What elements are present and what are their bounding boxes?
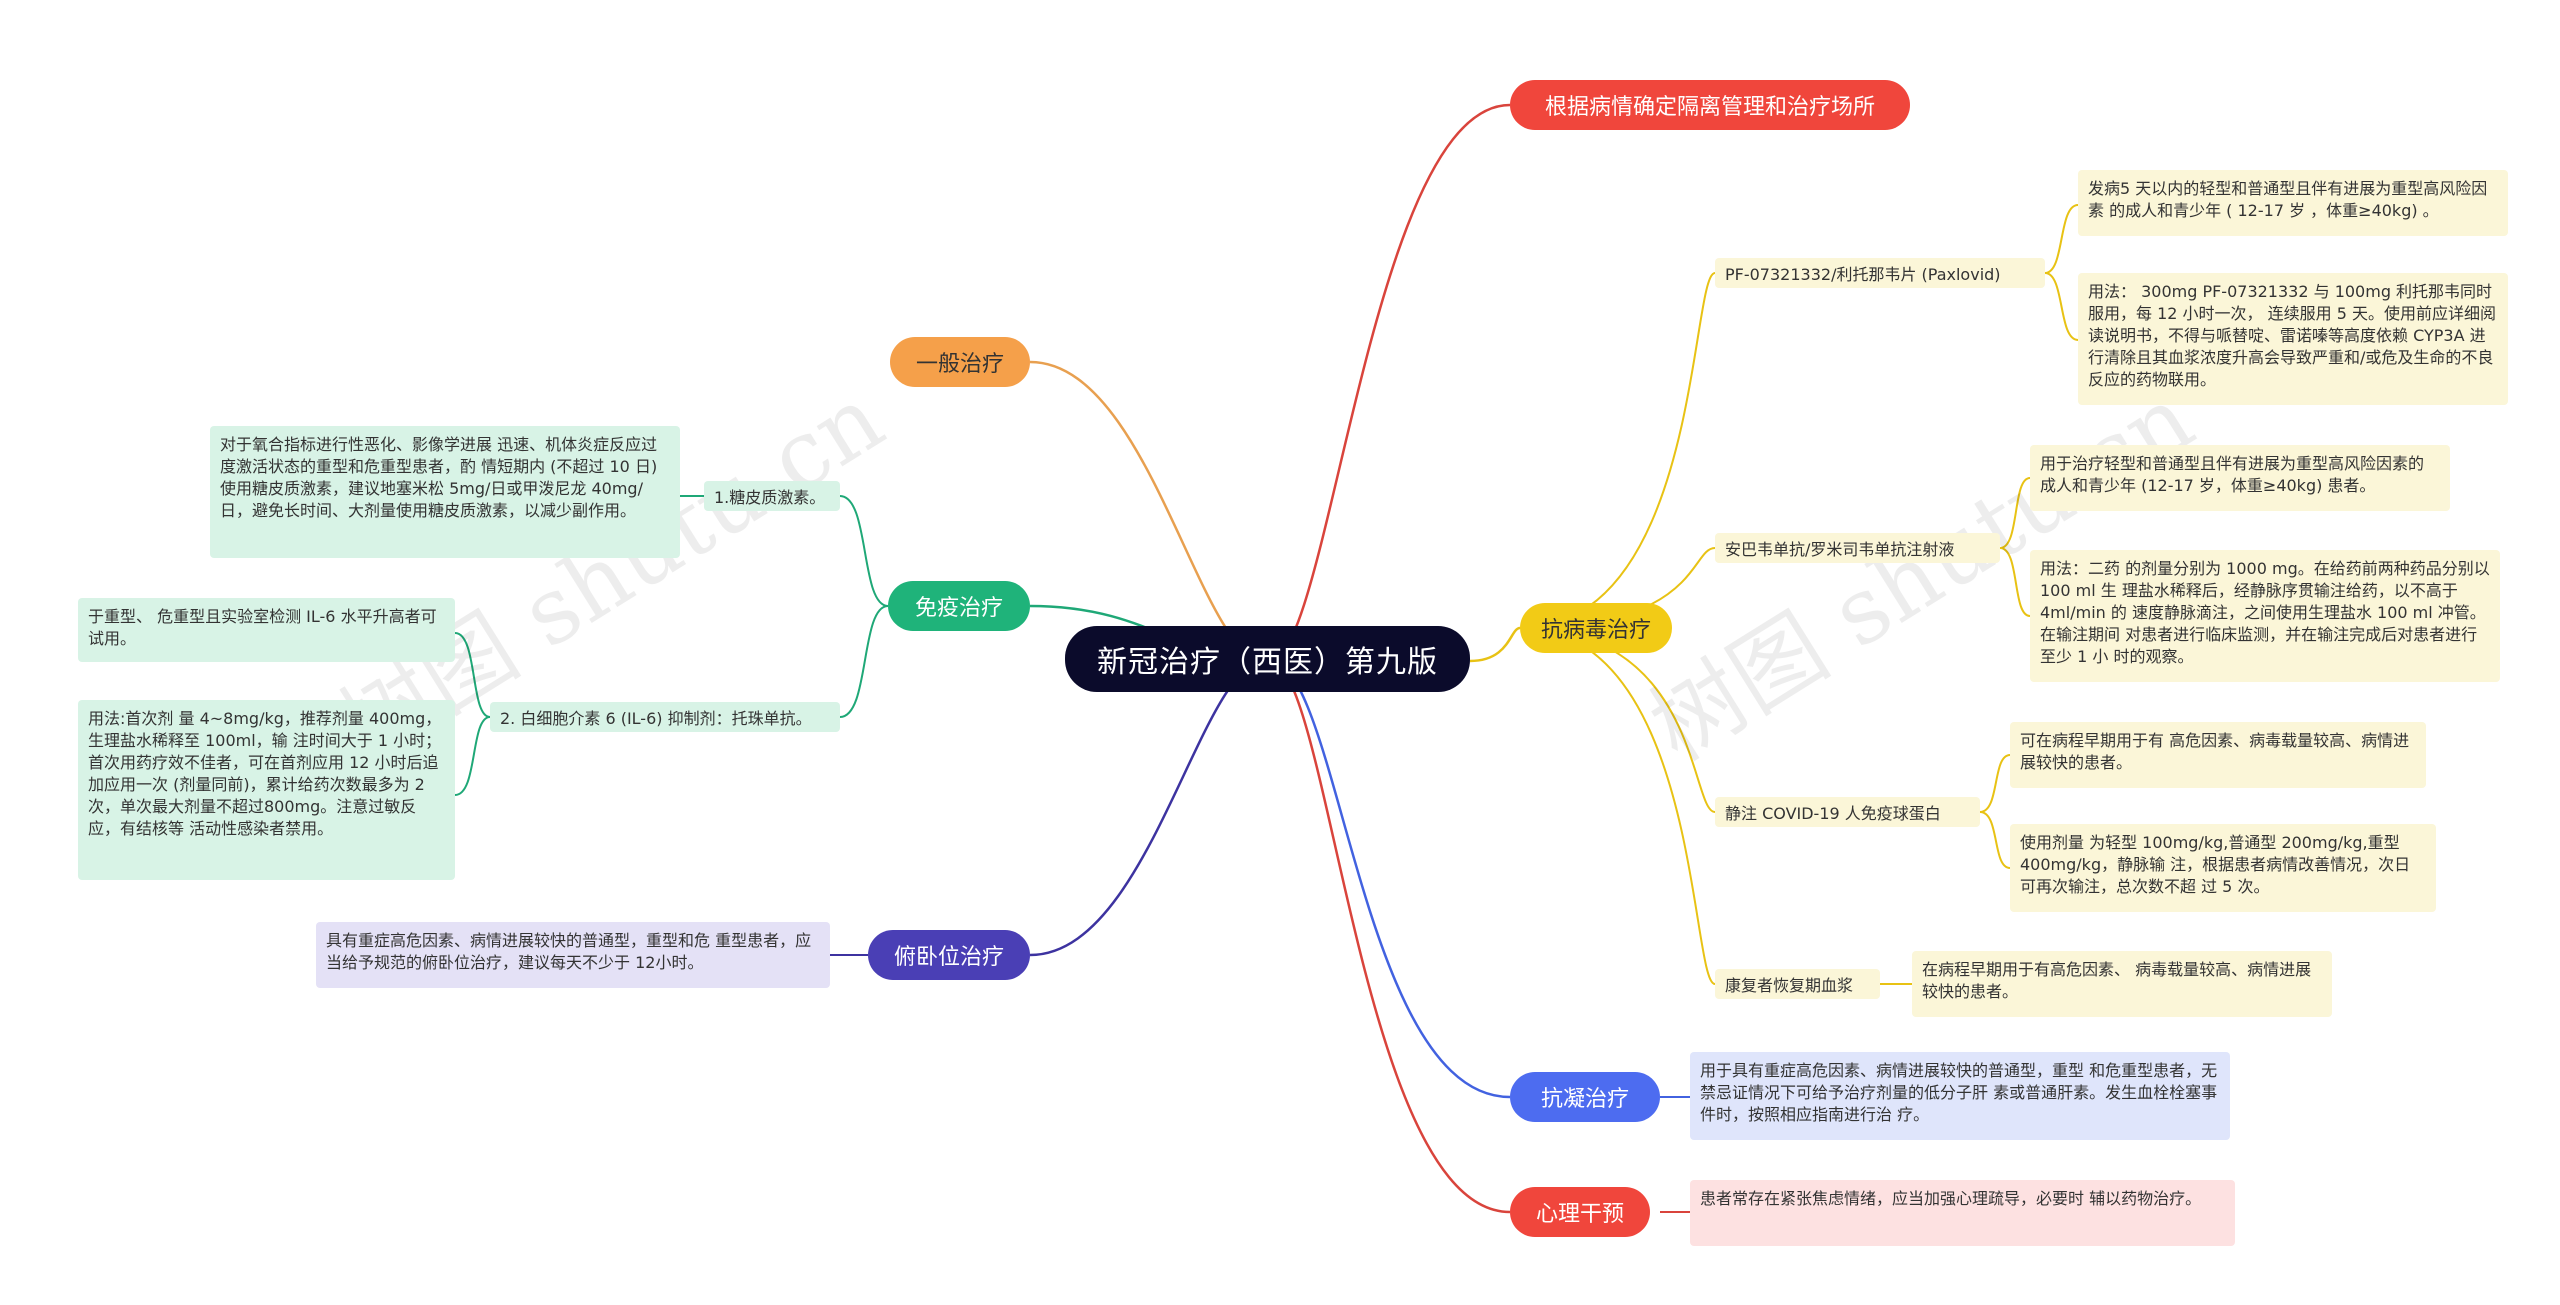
connector-isolation xyxy=(1269,103,1511,663)
paxlovid-detail-2: 用法： 300mg PF-07321332 与 100mg 利托那韦同时服用，每… xyxy=(2078,273,2508,405)
ambavirumab-detail-1: 用于治疗轻型和普通型且伴有进展为重型高风险因素的 成人和青少年 (12-17 岁… xyxy=(2030,445,2450,511)
immunoglobulin-detail-2: 使用剂量 为轻型 100mg/kg,普通型 200mg/kg,重型 400mg/… xyxy=(2010,824,2436,912)
branch-immune[interactable]: 免疫治疗 xyxy=(888,581,1030,631)
connector-prone xyxy=(1029,659,1266,957)
immune-il6[interactable]: 2. 白细胞介素 6 (IL-6) 抑制剂：托珠单抗。 xyxy=(490,702,840,732)
immune-il6-detail-2: 用法:首次剂 量 4~8mg/kg，推荐剂量 400mg，生理盐水稀释至 100… xyxy=(78,700,455,880)
connector-general xyxy=(1029,360,1266,663)
connector-psych xyxy=(1269,659,1511,1214)
branch-prone[interactable]: 俯卧位治疗 xyxy=(868,930,1030,980)
immunoglobulin-detail-1: 可在病程早期用于有 高危因素、病毒载量较高、病情进展较快的患者。 xyxy=(2010,722,2426,788)
immune-steroid-detail: 对于氧合指标进行性恶化、影像学进展 迅速、机体炎症反应过度激活状态的重型和危重型… xyxy=(210,426,680,558)
ambavirumab-detail-2: 用法：二药 的剂量分别为 1000 mg。在给药前两种药品分别以 100 ml … xyxy=(2030,550,2500,682)
psych-detail: 患者常存在紧张焦虑情绪，应当加强心理疏导，必要时 辅以药物治疗。 xyxy=(1690,1180,2235,1246)
antiviral-immunoglobulin[interactable]: 静注 COVID-19 人免疫球蛋白 xyxy=(1715,797,1980,827)
paxlovid-detail-1: 发病5 天以内的轻型和普通型且伴有进展为重型高风险因素 的成人和青少年 ( 12… xyxy=(2078,170,2508,236)
immune-steroid[interactable]: 1.糖皮质激素。 xyxy=(704,481,840,511)
antiviral-ambavirumab[interactable]: 安巴韦单抗/罗米司韦单抗注射液 xyxy=(1715,533,2000,563)
antiviral-paxlovid[interactable]: PF-07321332/利托那韦片 (Paxlovid) xyxy=(1715,258,2045,288)
root-node[interactable]: 新冠治疗（西医）第九版 xyxy=(1065,626,1470,692)
antiviral-plasma[interactable]: 康复者恢复期血浆 xyxy=(1715,969,1880,999)
branch-anticoag[interactable]: 抗凝治疗 xyxy=(1510,1072,1660,1122)
branch-antiviral[interactable]: 抗病毒治疗 xyxy=(1520,603,1672,653)
branch-psych[interactable]: 心理干预 xyxy=(1510,1187,1650,1237)
prone-detail: 具有重症高危因素、病情进展较快的普通型，重型和危 重型患者，应当给予规范的俯卧位… xyxy=(316,922,830,988)
branch-isolation[interactable]: 根据病情确定隔离管理和治疗场所 xyxy=(1510,80,1910,130)
anticoag-detail: 用于具有重症高危因素、病情进展较快的普通型，重型 和危重型患者，无禁忌证情况下可… xyxy=(1690,1052,2230,1140)
branch-general[interactable]: 一般治疗 xyxy=(890,337,1030,387)
immune-il6-detail-1: 于重型、 危重型且实验室检测 IL-6 水平升高者可试用。 xyxy=(78,598,455,662)
plasma-detail: 在病程早期用于有高危因素、 病毒载量较高、病情进展较快的患者。 xyxy=(1912,951,2332,1017)
connector-antiviral xyxy=(1469,626,1521,663)
